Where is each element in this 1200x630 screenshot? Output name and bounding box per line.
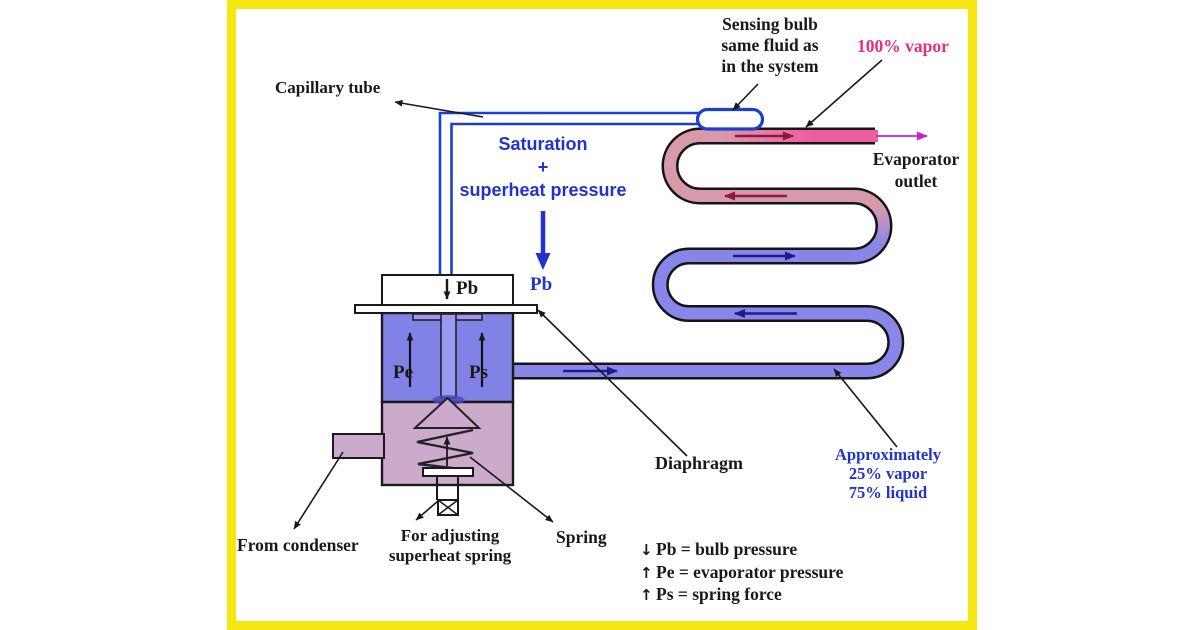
pb-cap-label: Pb (456, 278, 479, 299)
evaporator-outlet-label-line2: outlet (894, 171, 938, 191)
approx-label-line3: 75% liquid (848, 483, 928, 502)
adjusting-callout-arrow (415, 500, 439, 521)
capillary-tube-line-inner (450, 122, 699, 277)
capillary-tube-line-outer (438, 111, 699, 277)
saturation-pressure-arrow-head (535, 253, 551, 270)
saturation-pressure-label: Saturation + superheat pressure (413, 133, 673, 202)
spring-plate (422, 467, 474, 477)
legend-pb-text: Pb = bulb pressure (656, 539, 798, 559)
diaphragm-callout-arrow (537, 309, 688, 457)
superheat-spring (416, 428, 474, 471)
yellow-frame (227, 0, 977, 630)
vapor-100-label: 100% vapor (857, 36, 949, 56)
sensing-bulb (695, 107, 765, 131)
up-arrow-icon: ↑ (640, 586, 653, 604)
adjuster-box-cross (437, 499, 459, 516)
from-condenser-callout-arrow (293, 451, 344, 530)
diagram-panel: Capillary tube Sensing bulb same fluid a… (227, 0, 977, 630)
spring-callout-arrow (469, 456, 554, 523)
plunger-stem (440, 313, 457, 399)
diagram-graphics (227, 0, 977, 630)
approx-mixture-label: Approximately 25% vapor 75% liquid (798, 445, 978, 502)
adjusting-label-line1: For adjusting (400, 526, 500, 545)
saturation-label-line3: superheat pressure (459, 180, 627, 200)
adjuster-stem-walls (436, 476, 459, 500)
sensing-bulb-callout-arrow (732, 83, 759, 111)
evaporator-coil-liquid-section (511, 250, 902, 377)
from-condenser-label: From condenser (237, 535, 359, 555)
approx-label-line1: Approximately (834, 445, 942, 464)
adjusting-spring-label: For adjusting superheat spring (360, 526, 540, 566)
pressure-legend: ↓ Pb = bulb pressure ↑ Pe = evaporator p… (640, 539, 843, 607)
sensing-bulb-label-line2: same fluid as (721, 35, 819, 55)
legend-pe-text: Pe = evaporator pressure (656, 561, 844, 582)
diaphragm (354, 304, 538, 314)
adjusting-label-line2: superheat spring (388, 546, 512, 565)
down-arrow-icon: ↓ (640, 541, 653, 559)
sensing-bulb-label-line1: Sensing bulb (722, 14, 818, 34)
evaporator-outlet-label-line1: Evaporator (872, 149, 960, 169)
capillary-callout-arrow (394, 99, 484, 118)
sensing-bulb-label-line3: in the system (721, 56, 819, 76)
evaporator-coil-mix-section (664, 130, 854, 202)
vapor-callout-arrow (805, 59, 883, 128)
ps-label: Ps (469, 362, 488, 383)
saturation-label-line2: + (537, 157, 549, 177)
legend-row-pb: ↓ Pb = bulb pressure (640, 539, 843, 562)
up-arrow-icon: ↑ (640, 563, 653, 582)
evaporator-coil-transition-bend (853, 190, 890, 262)
diaphragm-label: Diaphragm (655, 453, 744, 473)
pb-blue-label: Pb (530, 274, 553, 295)
legend-row-pe: ↑ Pe = evaporator pressure (640, 562, 843, 585)
legend-ps-text: Ps = spring force (656, 584, 782, 604)
approx-callout-arrow (833, 368, 898, 448)
approx-label-line2: 25% vapor (848, 464, 928, 483)
pe-label: Pe (393, 362, 414, 383)
valve-needle-cone (412, 396, 482, 429)
capillary-tube-label: Capillary tube (275, 78, 381, 97)
sensing-bulb-label: Sensing bulb same fluid as in the system (680, 14, 860, 77)
evaporator-outlet-label: Evaporator outlet (856, 148, 976, 192)
saturation-label-line1: Saturation (498, 134, 588, 154)
legend-row-ps: ↑ Ps = spring force (640, 584, 843, 607)
spring-label: Spring (556, 527, 607, 547)
